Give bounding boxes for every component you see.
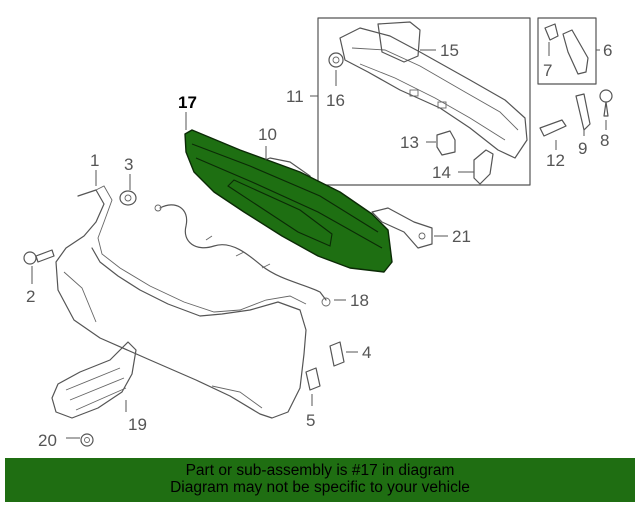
part-15-impact-absorber[interactable] (339, 21, 528, 159)
part-2-bolt[interactable] (23, 249, 55, 265)
callout-9: 9 (578, 139, 587, 158)
part-17-rear-valance[interactable] (184, 129, 393, 273)
clip-group-box (537, 17, 597, 85)
callout-17: 17 (178, 93, 197, 112)
part-6-retainer[interactable] (562, 29, 589, 75)
part-13-bracket[interactable] (436, 130, 456, 156)
callout-8: 8 (600, 131, 609, 150)
part-8-screw[interactable] (599, 89, 613, 117)
callout-20: 20 (38, 431, 57, 450)
callout-12: 12 (546, 151, 565, 170)
callout-7: 7 (543, 61, 552, 80)
callout-1: 1 (90, 151, 99, 170)
callout-labels: 1 2 3 4 5 6 7 8 9 10 11 12 13 14 15 16 1… (26, 41, 612, 450)
part-4-clip[interactable] (329, 341, 345, 367)
callout-3: 3 (124, 155, 133, 174)
callout-14: 14 (432, 163, 451, 182)
part-12-bolt[interactable] (539, 119, 567, 137)
part-21-bracket[interactable] (371, 207, 433, 249)
callout-10: 10 (258, 125, 277, 144)
part-16-nut[interactable] (328, 52, 344, 68)
callout-18: 18 (350, 291, 369, 310)
leader-lines (31, 42, 607, 439)
reinforcement-group-box (317, 17, 531, 186)
part-19-under-cover[interactable] (51, 341, 137, 419)
callout-5: 5 (306, 411, 315, 430)
part-14-bracket[interactable] (473, 149, 494, 185)
part-notice-banner: Part or sub-assembly is #17 in diagram D… (5, 458, 635, 502)
part-9-bolt[interactable] (575, 93, 591, 131)
part-1-bumper-cover[interactable] (55, 185, 307, 419)
banner-line-2: Diagram may not be specific to your vehi… (170, 479, 470, 496)
callout-11: 11 (286, 87, 304, 106)
part-7-clip[interactable] (544, 23, 559, 41)
banner-line-1: Part or sub-assembly is #17 in diagram (185, 462, 455, 479)
callout-4: 4 (362, 343, 371, 362)
callout-19: 19 (128, 415, 147, 434)
callout-2: 2 (26, 287, 35, 306)
callout-15: 15 (440, 41, 459, 60)
part-3-grommet[interactable] (119, 190, 137, 206)
part-5-clip[interactable] (305, 367, 321, 391)
callout-6: 6 (603, 41, 612, 60)
callout-16: 16 (326, 91, 345, 110)
callout-21: 21 (452, 227, 471, 246)
part-20-nut[interactable] (80, 433, 94, 447)
callout-13: 13 (400, 133, 419, 152)
part-18-wiring-harness[interactable] (154, 204, 331, 307)
